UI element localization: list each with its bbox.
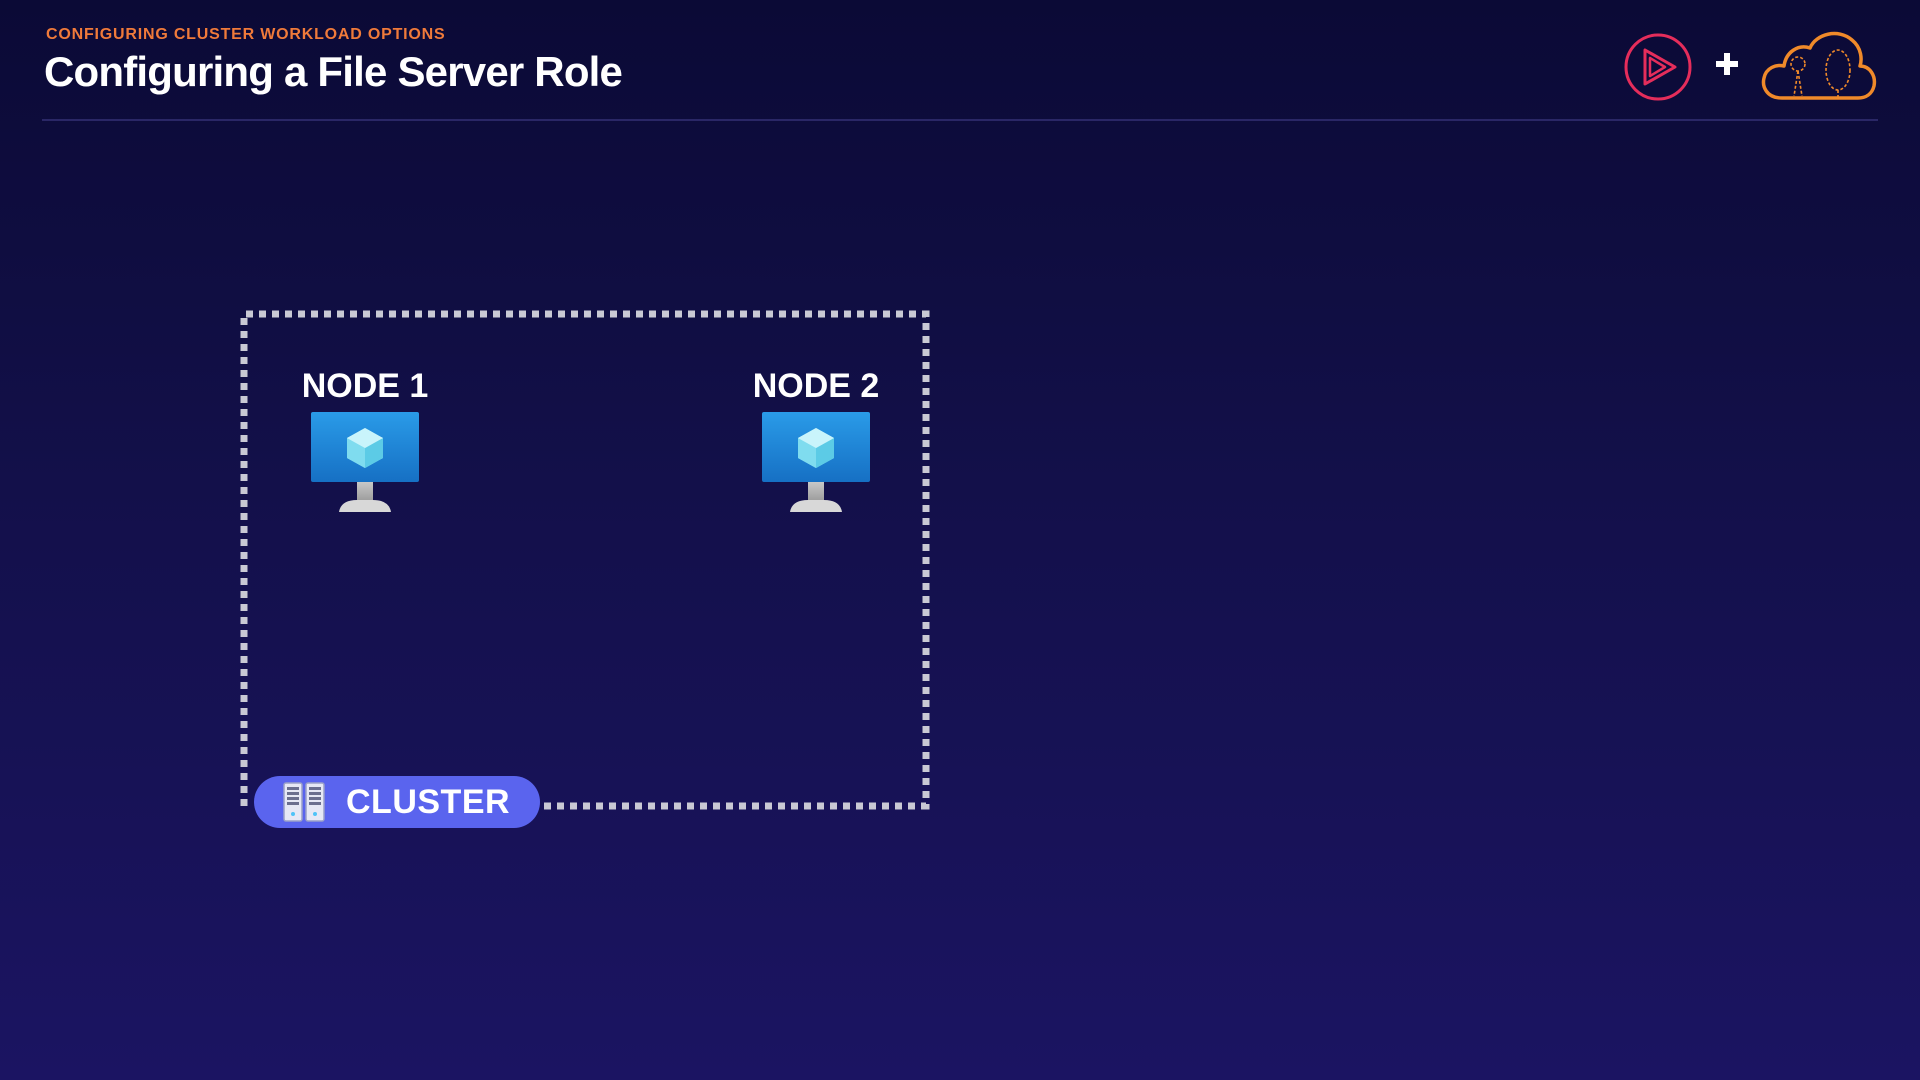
- virtual-machine-icon: [762, 412, 870, 512]
- section-eyebrow: CONFIGURING CLUSTER WORKLOAD OPTIONS: [46, 26, 446, 43]
- node-1-label: NODE 1: [301, 367, 429, 405]
- cloud-logo-icon: [1761, 31, 1877, 100]
- server-rack-icon: [283, 782, 325, 822]
- virtual-machine-icon: [311, 412, 419, 512]
- plus-icon: [1716, 53, 1738, 75]
- cluster-boundary: [240, 310, 930, 810]
- header-divider: [42, 119, 1878, 121]
- cluster-label: CLUSTER: [346, 782, 511, 821]
- page-title: Configuring a File Server Role: [44, 48, 623, 95]
- cluster-badge: CLUSTER: [254, 776, 540, 828]
- node-2-label: NODE 2: [752, 367, 880, 405]
- play-logo-icon: [1624, 33, 1692, 101]
